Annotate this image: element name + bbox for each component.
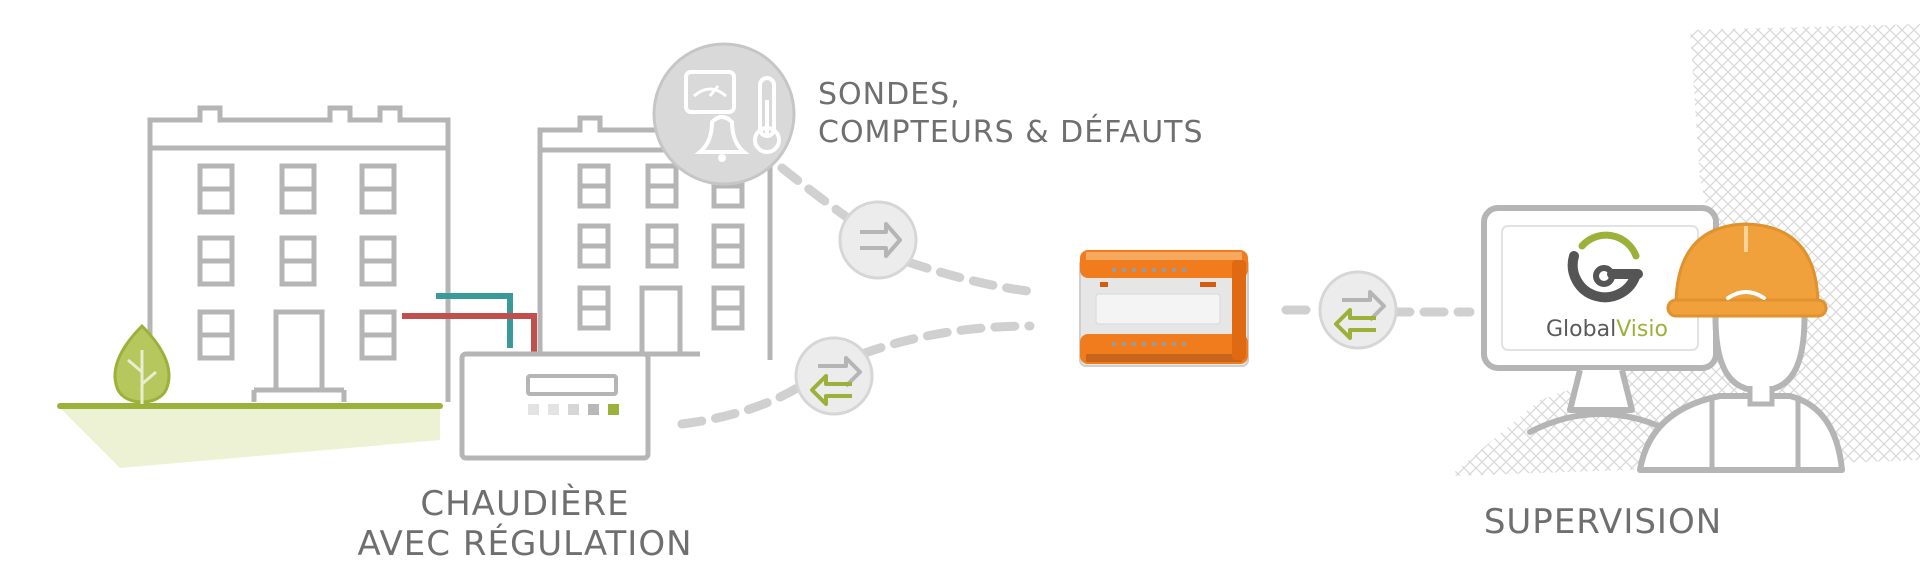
label-boiler-line1: CHAUDIÈRE: [420, 484, 630, 524]
label-sensors-line1: SONDES,: [818, 77, 961, 112]
globalvisio-logo: GlobalVisio: [1546, 231, 1668, 342]
building-tall: [147, 105, 451, 402]
bidirectional-arrows-icon-lower: [794, 336, 874, 416]
svg-text:GlobalVisio: GlobalVisio: [1546, 317, 1668, 342]
arrow-right-icon: [838, 200, 918, 280]
label-boiler-line2: AVEC RÉGULATION: [357, 524, 693, 564]
ground-shadow: [60, 408, 440, 468]
tree-icon: [113, 323, 171, 404]
worker: [1637, 222, 1845, 473]
pipe-teal: [436, 293, 513, 348]
boiler: [459, 351, 651, 461]
connector-lines: [677, 163, 1475, 429]
sensors-alarm-thermometer-icon: [652, 42, 796, 186]
bidirectional-arrows-icon-right: [1318, 270, 1398, 350]
hatched-backdrop: [1450, 24, 1920, 476]
monitor: [1481, 205, 1719, 435]
label-supervision: SUPERVISION: [1483, 502, 1723, 542]
label-sensors: SONDES, COMPTEURS & DÉFAUTS: [818, 76, 1204, 152]
logo-text-part2: Visio: [1616, 317, 1668, 342]
controller-device: [1079, 250, 1249, 367]
logo-text-part1: Global: [1546, 317, 1616, 342]
label-boiler: CHAUDIÈRE AVEC RÉGULATION: [340, 484, 710, 564]
pipe-red: [402, 313, 537, 358]
label-sensors-line2: COMPTEURS & DÉFAUTS: [818, 115, 1204, 150]
